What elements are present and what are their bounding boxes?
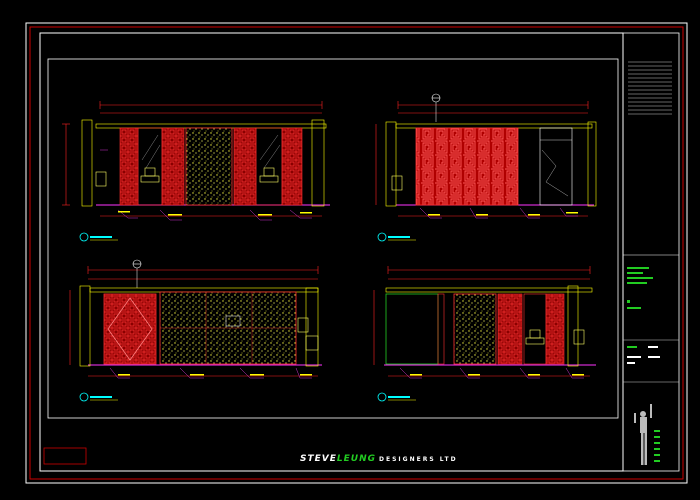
title-block	[622, 32, 680, 472]
logo-suffix: DESIGNERS LTD	[379, 456, 458, 463]
elevation-3	[69, 259, 322, 402]
logo-leung: LEUNG	[336, 454, 377, 464]
logo-steve: STEVE	[300, 454, 337, 464]
sheet-border	[25, 22, 688, 484]
elevation-2	[375, 93, 597, 242]
elevation-4	[373, 266, 596, 402]
elevation-1	[62, 101, 330, 242]
